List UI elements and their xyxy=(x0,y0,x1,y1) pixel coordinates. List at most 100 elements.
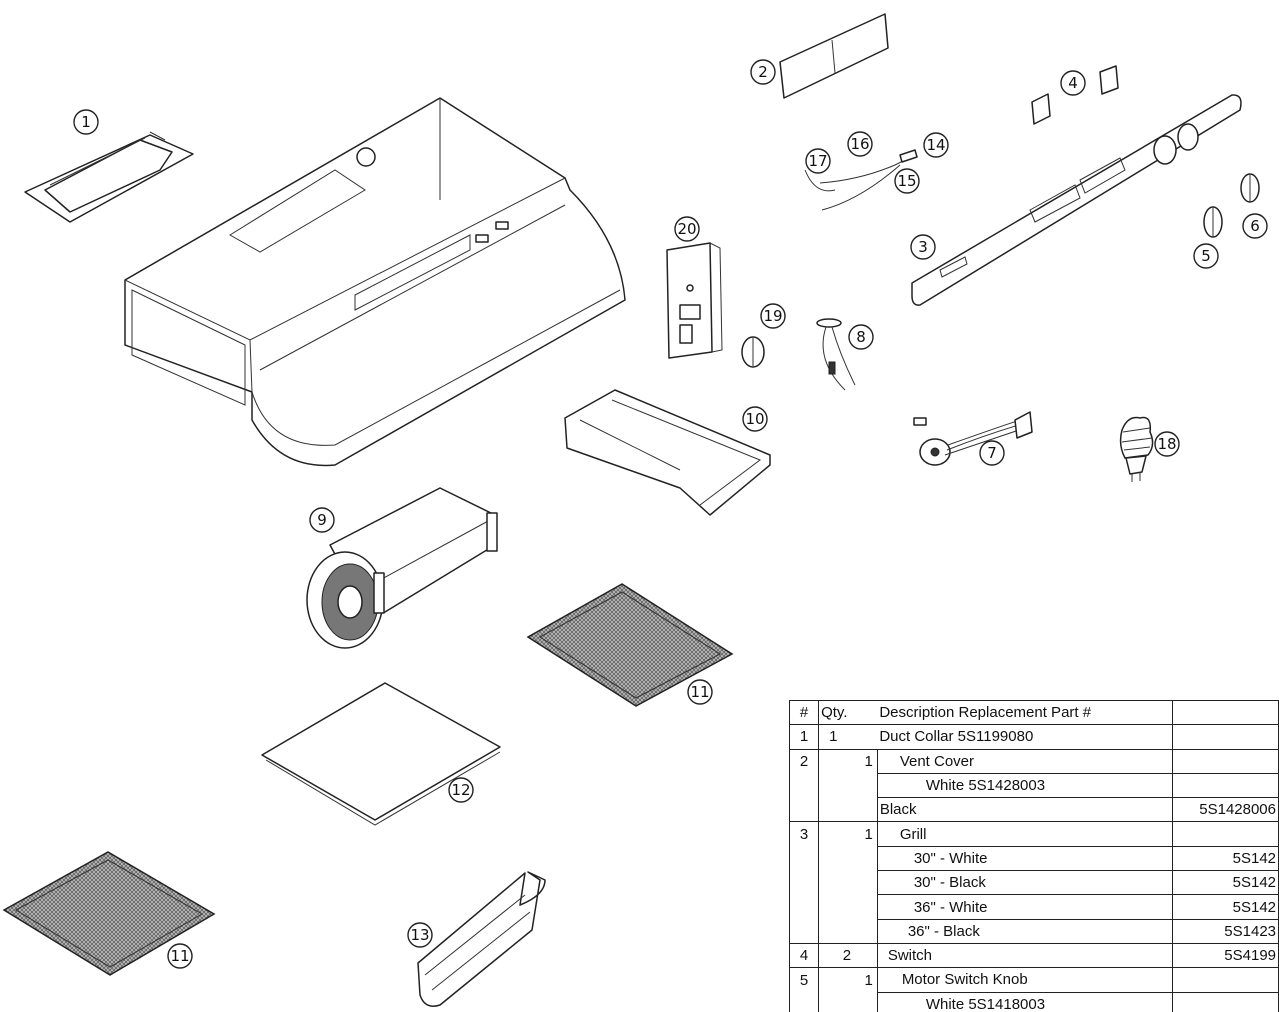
svg-text:9: 9 xyxy=(317,511,327,529)
part-wires xyxy=(804,149,918,211)
row-part: 5S4199 xyxy=(1172,942,1279,969)
row-desc: White 5S1418003 xyxy=(876,991,1174,1012)
row-qty: 1 xyxy=(818,748,878,774)
part-light-lens xyxy=(417,871,546,1007)
row-part xyxy=(1172,967,1279,993)
row-desc: 30" - White xyxy=(876,845,1174,872)
header-part xyxy=(1172,700,1279,726)
callout-13: 13 xyxy=(407,922,433,948)
part-hood-body xyxy=(124,97,626,467)
row-num xyxy=(789,919,820,944)
row-qty xyxy=(818,797,878,823)
row-qty xyxy=(818,846,878,871)
svg-text:13: 13 xyxy=(410,926,429,944)
row-desc: Vent Cover xyxy=(876,748,1174,774)
svg-text:17: 17 xyxy=(808,152,827,170)
row-num xyxy=(789,797,820,823)
part-filter-left xyxy=(2,851,216,976)
part-knobs xyxy=(741,173,1260,368)
part-switches xyxy=(1031,65,1119,125)
row-qty xyxy=(818,894,878,920)
row-num xyxy=(789,773,820,798)
row-desc: Grill xyxy=(876,821,1174,847)
table-row: 2 1 Vent Cover xyxy=(789,748,1279,774)
svg-text:7: 7 xyxy=(987,444,997,462)
part-wiring-harness xyxy=(913,411,1033,466)
row-desc: 36" - White xyxy=(876,894,1174,920)
row-part: 5S142 xyxy=(1172,845,1279,872)
table-row: 36" - Black 5S1423 xyxy=(789,918,1279,944)
svg-text:6: 6 xyxy=(1250,217,1260,235)
callout-8: 8 xyxy=(848,324,874,350)
table-row: Black 5S1428006 xyxy=(789,797,1279,823)
callout-6: 6 xyxy=(1242,213,1268,239)
table-row: White 5S1418003 xyxy=(789,991,1279,1012)
svg-text:1: 1 xyxy=(81,113,91,131)
callout-16: 16 xyxy=(847,131,873,157)
svg-text:12: 12 xyxy=(451,781,470,799)
row-num xyxy=(789,894,820,920)
part-cover-plate xyxy=(261,682,501,826)
row-num xyxy=(789,870,820,895)
part-duct-collar xyxy=(24,131,194,223)
callout-5: 5 xyxy=(1193,243,1219,269)
row-desc: Black xyxy=(876,797,1174,823)
callout-18: 18 xyxy=(1154,431,1180,457)
row-desc: Duct Collar 5S1199080 xyxy=(877,724,1174,750)
row-desc: 30" - Black xyxy=(876,870,1174,896)
table-row: 30" - White 5S142 xyxy=(789,845,1279,872)
header-qty: Qty. xyxy=(818,700,878,726)
svg-text:14: 14 xyxy=(926,136,945,154)
callout-1: 1 xyxy=(73,109,99,135)
table-header-row: # Qty. Description Replacement Part # xyxy=(789,700,1279,726)
row-qty: 1 xyxy=(818,724,878,750)
parts-table-container: # Qty. Description Replacement Part # 1 … xyxy=(789,700,1279,1012)
row-num: 2 xyxy=(789,748,820,774)
table-row: 36" - White 5S142 xyxy=(789,894,1279,920)
callout-17: 17 xyxy=(805,148,831,174)
row-num: 1 xyxy=(789,724,820,750)
svg-text:4: 4 xyxy=(1068,74,1078,92)
table-row: White 5S1428003 xyxy=(789,772,1279,799)
row-part: 5S1428006 xyxy=(1172,797,1279,823)
svg-text:16: 16 xyxy=(850,135,869,153)
callout-20: 20 xyxy=(674,216,700,242)
callout-2: 2 xyxy=(750,59,776,85)
svg-text:3: 3 xyxy=(918,238,928,256)
row-part xyxy=(1172,748,1279,774)
row-qty: 1 xyxy=(818,967,878,993)
svg-text:10: 10 xyxy=(745,410,764,428)
svg-text:5: 5 xyxy=(1201,247,1211,265)
part-blower xyxy=(306,487,498,649)
row-qty xyxy=(818,992,878,1012)
callout-3: 3 xyxy=(910,234,936,260)
callout-10: 10 xyxy=(742,406,768,432)
row-num: 5 xyxy=(789,967,820,993)
parts-table: # Qty. Description Replacement Part # 1 … xyxy=(789,700,1279,1012)
callout-7: 7 xyxy=(979,440,1005,466)
table-row: 30" - Black 5S142 xyxy=(789,870,1279,896)
table-row: 5 1 Motor Switch Knob xyxy=(789,967,1279,993)
svg-text:2: 2 xyxy=(758,63,768,81)
callout-11-left: 11 xyxy=(167,943,193,969)
callout-15: 15 xyxy=(894,168,920,194)
part-vent-cover xyxy=(779,13,889,99)
part-control-box xyxy=(666,242,723,359)
svg-text:18: 18 xyxy=(1157,435,1176,453)
table-row: 4 2 Switch 5S4199 xyxy=(789,942,1279,969)
callout-19: 19 xyxy=(760,303,786,329)
row-qty xyxy=(818,870,878,895)
table-row: 3 1 Grill xyxy=(789,821,1279,847)
row-part: 5S1423 xyxy=(1172,918,1279,944)
row-qty: 1 xyxy=(818,821,878,847)
svg-text:20: 20 xyxy=(677,220,696,238)
part-filter-right xyxy=(526,583,734,707)
callout-14: 14 xyxy=(923,132,949,158)
row-desc: White 5S1428003 xyxy=(876,772,1174,799)
part-duct-tray xyxy=(564,389,771,516)
row-part xyxy=(1172,724,1279,750)
row-qty xyxy=(818,919,878,944)
part-cfl-bulb xyxy=(1119,416,1154,482)
row-part: 5S142 xyxy=(1172,870,1279,896)
callout-11-right: 11 xyxy=(687,679,713,705)
